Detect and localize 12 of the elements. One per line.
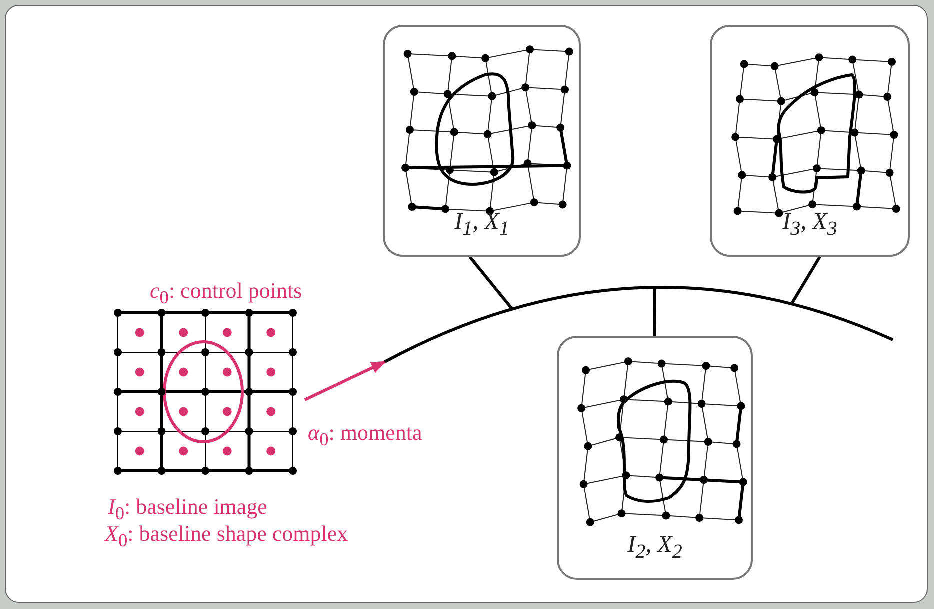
arrow xyxy=(304,360,386,402)
image-panel xyxy=(710,25,910,257)
panel-label: I$_{1}$, X$_{1}$ xyxy=(454,209,510,241)
image-panel xyxy=(557,336,753,580)
connector-line xyxy=(790,256,822,305)
control-points-label: c$_{0}$: control points xyxy=(150,278,302,308)
connector-line xyxy=(653,288,656,336)
connector-line xyxy=(468,256,514,310)
panel-label: I$_{2}$, X$_{2}$ xyxy=(628,532,682,564)
panel-label: I$_{3}$, X$_{3}$ xyxy=(782,209,838,241)
image-panel xyxy=(383,25,581,257)
geodesic-curve xyxy=(383,285,895,365)
